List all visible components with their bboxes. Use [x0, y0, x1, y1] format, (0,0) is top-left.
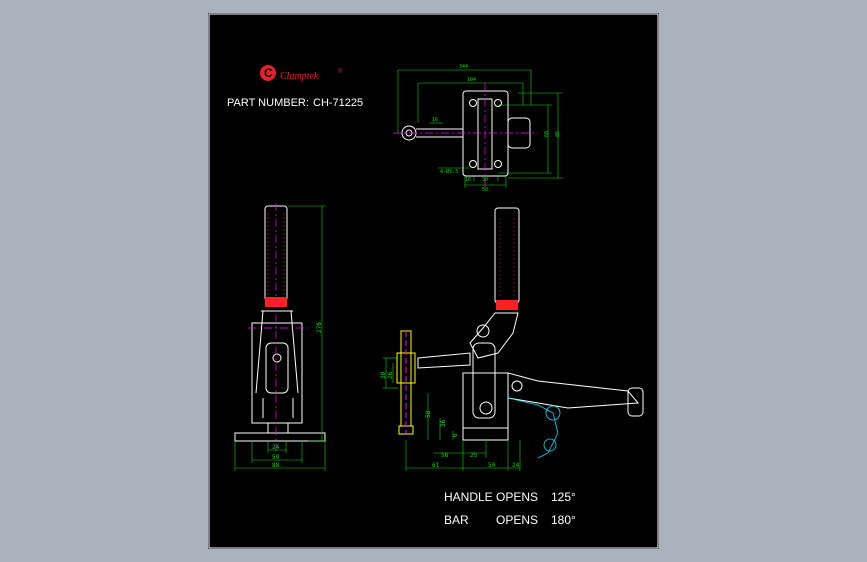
- top-view: 344 104 16 4-Ø9.3 16 30 50 60 86: [393, 64, 563, 193]
- logo-letter: C: [264, 66, 273, 80]
- technical-drawing: C Clamptek ® PART NUMBER: CH-71225: [208, 13, 659, 549]
- drawing-border: [208, 13, 659, 549]
- dim-b1: 58: [441, 452, 449, 459]
- top-view-dimension-lines: [397, 69, 563, 188]
- side-view-grip-hatch: [496, 300, 518, 310]
- side-view-spindle: [396, 330, 416, 435]
- spec-notes: HANDLE OPENS 125° BAR OPENS 180°: [444, 490, 576, 527]
- top-view-centerlines: [393, 83, 538, 188]
- dim-w1: 24: [272, 444, 280, 451]
- dim-b4: 50: [488, 462, 496, 469]
- front-view-grip-edges: [267, 213, 285, 295]
- side-view: 30 26 58 36 6 58 25 61 50 24: [380, 207, 644, 471]
- dim-height: 276: [316, 322, 323, 333]
- dim-small: 16: [432, 117, 438, 123]
- drawing-frame: C Clamptek ® PART NUMBER: CH-71225: [208, 13, 659, 549]
- front-view-body: [234, 205, 326, 442]
- side-view-grip-edges: [499, 218, 515, 297]
- dim-h1: 60: [544, 131, 550, 137]
- dim-h2: 86: [555, 131, 561, 137]
- spec-handle-word: OPENS: [496, 490, 538, 504]
- dim-d5: 6: [452, 433, 459, 437]
- side-view-body: [417, 207, 644, 441]
- clamptek-logo: C Clamptek ®: [260, 65, 343, 82]
- side-view-dimension-lines: [383, 357, 521, 471]
- part-number-value: CH-71225: [313, 97, 363, 109]
- spec-bar-label: BAR: [444, 513, 469, 527]
- spec-bar-word: OPENS: [496, 513, 538, 527]
- logo-registered-mark: ®: [338, 68, 343, 75]
- dim-inner: 104: [467, 77, 476, 83]
- dim-d2: 26: [387, 371, 394, 379]
- dim-d4: 36: [440, 419, 447, 427]
- spec-handle-label: HANDLE: [444, 490, 493, 504]
- dim-w3: 88: [272, 462, 280, 469]
- top-view-body: [401, 90, 531, 177]
- dim-b2: 30: [482, 177, 488, 183]
- front-view: 276 24 59 88: [234, 203, 326, 471]
- dim-overall: 344: [459, 64, 468, 70]
- dim-b3: 50: [482, 187, 488, 193]
- side-view-link-open-position: [507, 397, 561, 459]
- logo-badge-icon: [260, 65, 276, 81]
- dim-d3: 58: [425, 410, 432, 418]
- dim-d1: 30: [380, 371, 387, 379]
- dim-b3: 61: [432, 462, 440, 469]
- spec-bar-value: 180°: [551, 513, 576, 527]
- dim-holes: 4-Ø9.3: [440, 168, 458, 175]
- dim-w2: 59: [272, 454, 280, 461]
- dim-b2: 25: [470, 452, 478, 459]
- front-view-dimension-lines: [234, 205, 326, 471]
- dim-b5: 24: [512, 462, 520, 469]
- front-view-centerlines: [248, 203, 308, 453]
- logo-name: Clamptek: [280, 71, 319, 82]
- spec-handle-value: 125°: [551, 490, 576, 504]
- part-number-label: PART NUMBER:: [227, 97, 309, 109]
- dim-b1: 16: [465, 177, 471, 183]
